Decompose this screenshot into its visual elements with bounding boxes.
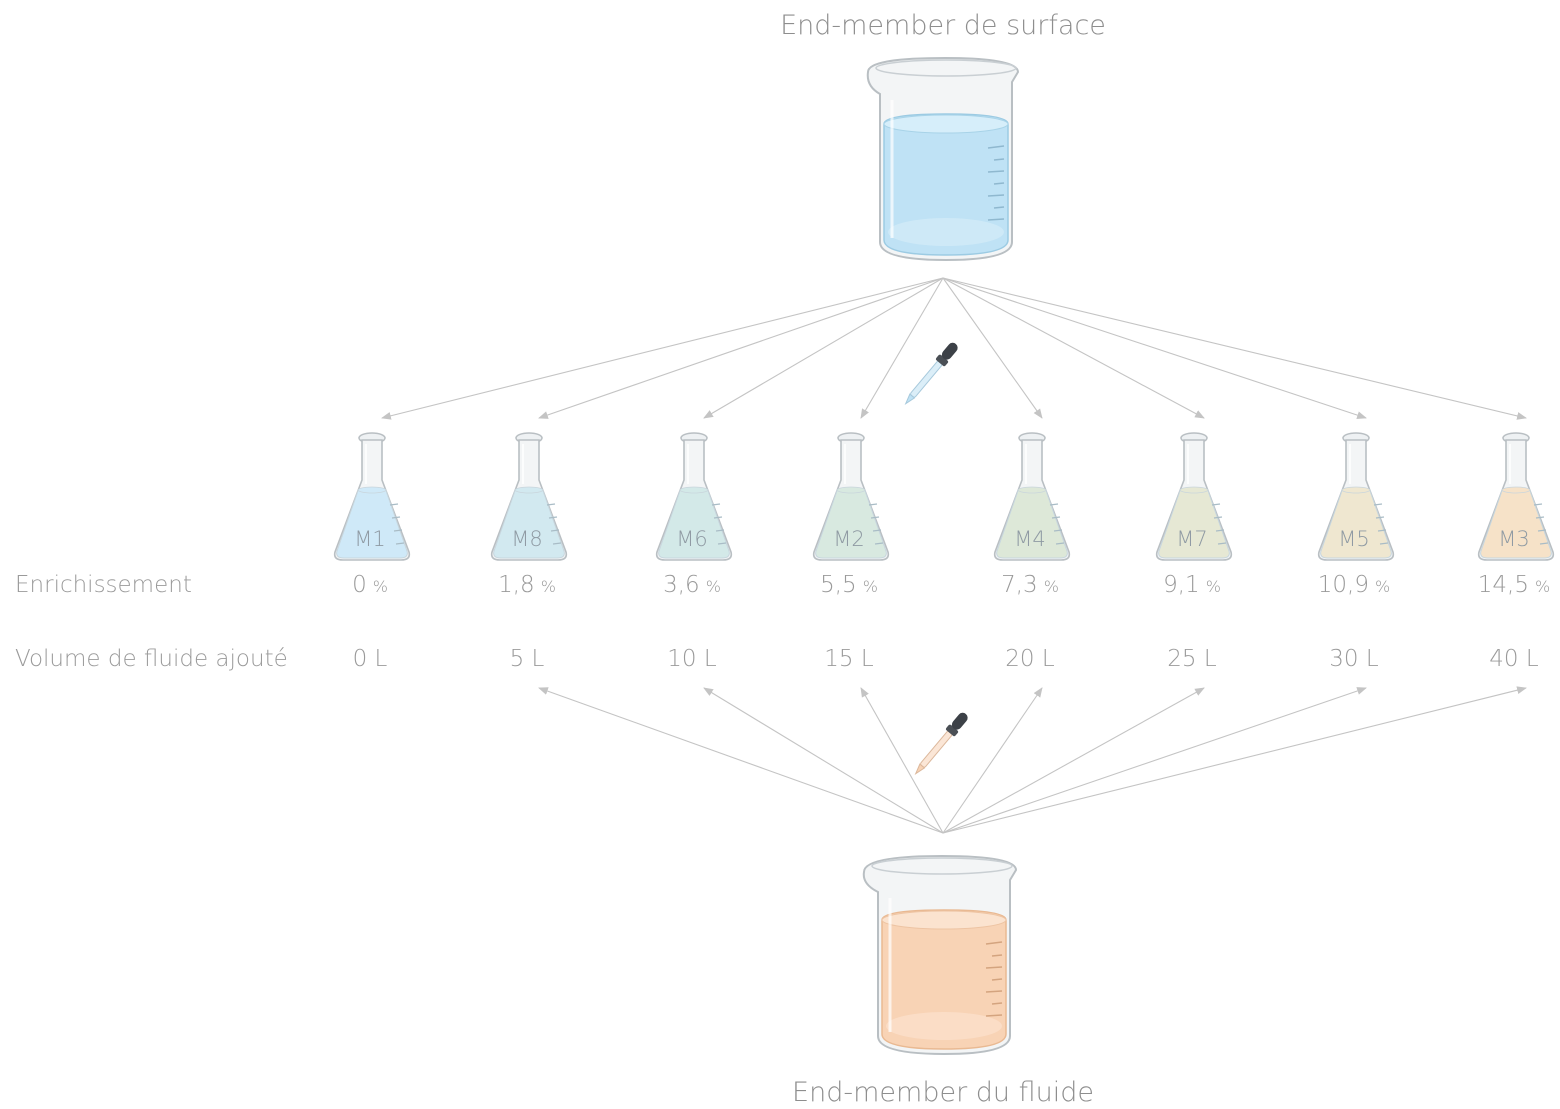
flask-label: M4 xyxy=(1014,527,1045,551)
erlenmeyer-flask-icon xyxy=(1477,432,1555,561)
erlenmeyer-flask-icon xyxy=(655,432,733,561)
percent-sign: % xyxy=(541,577,556,596)
surface-beaker-icon xyxy=(866,56,1020,262)
volume-value: 0 L xyxy=(353,646,388,672)
fluid-arrow-m8 xyxy=(538,687,944,834)
flask-label: M1 xyxy=(354,527,385,551)
surface-arrow-m7 xyxy=(942,277,1205,419)
enrichment-value: 7,3% xyxy=(1001,572,1059,598)
enrichment-number: 0 xyxy=(352,572,367,598)
enrichment-number: 7,3 xyxy=(1001,572,1038,598)
top-end-member-title: End-member de surface xyxy=(780,10,1106,41)
surface-arrows xyxy=(381,277,1527,420)
volume-values: 0 L 5 L 10 L 15 L 20 L 25 L 30 L 40 L xyxy=(353,646,1539,672)
enrichment-row-label: Enrichissement xyxy=(15,572,192,598)
surface-arrow-m2 xyxy=(860,277,944,419)
flask-label: M6 xyxy=(676,527,707,551)
percent-sign: % xyxy=(1535,577,1550,596)
surface-arrow-m5 xyxy=(942,277,1367,419)
fluid-arrow-m6 xyxy=(703,687,944,834)
percent-sign: % xyxy=(1206,577,1221,596)
percent-sign: % xyxy=(706,577,721,596)
volume-value: 25 L xyxy=(1167,646,1217,672)
flask-label: M8 xyxy=(511,527,542,551)
enrichment-number: 9,1 xyxy=(1163,572,1200,598)
flask-label: M5 xyxy=(1338,527,1369,551)
erlenmeyer-flask-icon xyxy=(333,432,411,561)
enrichment-value: 0% xyxy=(352,572,388,598)
erlenmeyer-flask-icon xyxy=(1155,432,1233,561)
volume-value: 10 L xyxy=(667,646,717,672)
volume-value: 20 L xyxy=(1005,646,1055,672)
surface-arrow-m3 xyxy=(942,277,1527,420)
flask-label: M3 xyxy=(1498,527,1529,551)
surface-pipette-dropper-icon xyxy=(904,342,958,406)
surface-arrow-m6 xyxy=(703,277,944,419)
surface-arrow-m4 xyxy=(942,277,1043,419)
enrichment-number: 14,5 xyxy=(1478,572,1529,598)
enrichment-number: 10,9 xyxy=(1318,572,1369,598)
erlenmeyer-flask-icon xyxy=(490,432,568,561)
enrichment-number: 3,6 xyxy=(663,572,700,598)
enrichment-value: 1,8% xyxy=(498,572,556,598)
flask-label: M7 xyxy=(1176,527,1207,551)
percent-sign: % xyxy=(863,577,878,596)
erlenmeyer-flask-icon xyxy=(812,432,890,561)
enrichment-value: 3,6% xyxy=(663,572,721,598)
enrichment-value: 9,1% xyxy=(1163,572,1221,598)
volume-row-label: Volume de fluide ajouté xyxy=(15,646,288,672)
percent-sign: % xyxy=(373,577,388,596)
enrichment-number: 1,8 xyxy=(498,572,535,598)
fluid-arrow-m2 xyxy=(860,687,944,834)
enrichment-number: 5,5 xyxy=(820,572,857,598)
flask-row: M1 M8 M6 M2 M4 M7 M5 M3 xyxy=(333,432,1555,561)
fluid-arrows xyxy=(538,686,1527,834)
volume-value: 15 L xyxy=(824,646,874,672)
surface-arrow-m8 xyxy=(538,277,944,419)
flask-label: M2 xyxy=(833,527,864,551)
fluid-arrow-m4 xyxy=(942,687,1043,834)
volume-value: 40 L xyxy=(1489,646,1539,672)
percent-sign: % xyxy=(1375,577,1390,596)
enrichment-values: 0%1,8%3,6%5,5%7,3%9,1%10,9%14,5% xyxy=(352,572,1550,598)
bottom-end-member-title: End-member du fluide xyxy=(792,1077,1094,1108)
fluid-arrow-m3 xyxy=(942,686,1527,834)
enrichment-value: 10,9% xyxy=(1318,572,1390,598)
erlenmeyer-flask-icon xyxy=(1317,432,1395,561)
fluid-pipette-dropper-icon xyxy=(914,712,968,776)
fluid-arrow-m5 xyxy=(942,687,1367,834)
enrichment-value: 5,5% xyxy=(820,572,878,598)
enrichment-value: 14,5% xyxy=(1478,572,1550,598)
erlenmeyer-flask-icon xyxy=(993,432,1071,561)
surface-arrow-m1 xyxy=(381,277,944,420)
fluid-arrow-m7 xyxy=(942,687,1205,834)
fluid-beaker-icon xyxy=(862,854,1018,1056)
volume-value: 5 L xyxy=(510,646,545,672)
volume-value: 30 L xyxy=(1329,646,1379,672)
percent-sign: % xyxy=(1044,577,1059,596)
